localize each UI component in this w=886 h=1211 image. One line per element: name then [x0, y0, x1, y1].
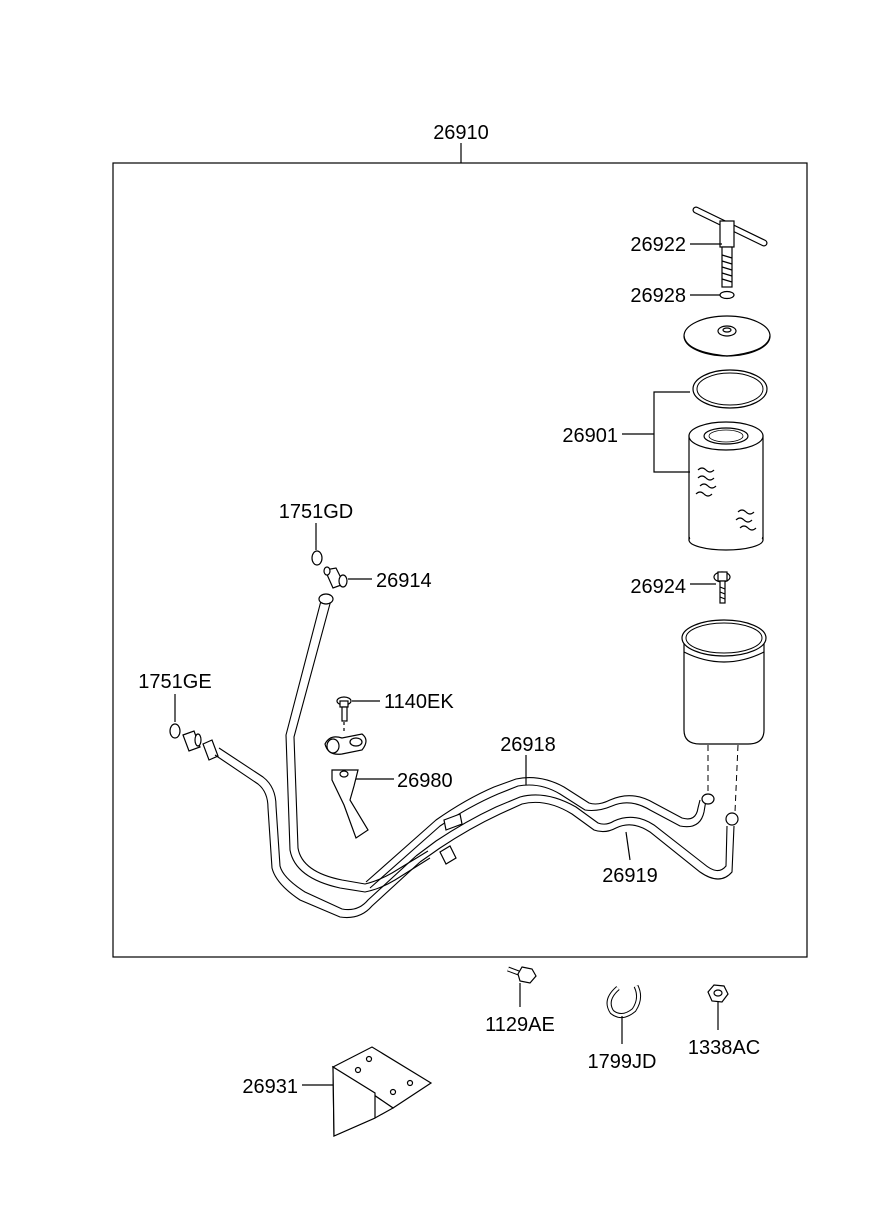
bolt-1129ae-part: [507, 966, 537, 984]
assembly-frame: [112, 162, 808, 958]
label-26901: 26901: [562, 425, 618, 447]
label-1140ek: 1140EK: [384, 691, 454, 713]
label-26919: 26919: [602, 865, 658, 887]
label-26910: 26910: [433, 122, 489, 144]
label-26922: 26922: [630, 234, 686, 256]
label-26931: 26931: [242, 1076, 298, 1098]
large-oring-part: [692, 369, 768, 409]
tube-run-1751ge: [214, 747, 421, 919]
label-1751ge: 1751GE: [138, 671, 211, 693]
label-26980: 26980: [397, 770, 453, 792]
label-26928: 26928: [630, 285, 686, 307]
fitting-1751ge-part: [182, 730, 219, 761]
tube-run-26914: [285, 593, 431, 893]
clip-block-part: [324, 733, 367, 755]
tube-26919: [415, 794, 739, 880]
label-1751gd: 1751GD: [279, 501, 354, 523]
nut-1338ac-part: [707, 984, 729, 1003]
label-26914: 26914: [376, 570, 432, 592]
filter-element-part: [688, 421, 764, 551]
tee-handle-bolt-part: [692, 206, 768, 288]
label-1338ac: 1338AC: [688, 1037, 760, 1059]
label-1799jd: 1799JD: [588, 1051, 657, 1073]
oring-1751ge-part: [169, 723, 181, 739]
label-26918: 26918: [500, 734, 556, 756]
bolt-1140ek-part: [336, 696, 352, 732]
filter-bowl-part: [681, 619, 767, 745]
small-oring-part: [719, 290, 735, 300]
label-1129ae: 1129AE: [485, 1014, 555, 1036]
clamp-1799jd-part: [606, 984, 642, 1018]
filter-lid-part: [683, 315, 771, 357]
oring-1751gd-part: [311, 550, 323, 566]
tube-26918: [365, 777, 715, 889]
fitting-26914-part: [323, 566, 348, 589]
center-bolt-part: [713, 571, 731, 604]
bracket-26980-part: [331, 769, 369, 839]
bracket-26931-part: [331, 1046, 433, 1137]
label-26924: 26924: [630, 576, 686, 598]
